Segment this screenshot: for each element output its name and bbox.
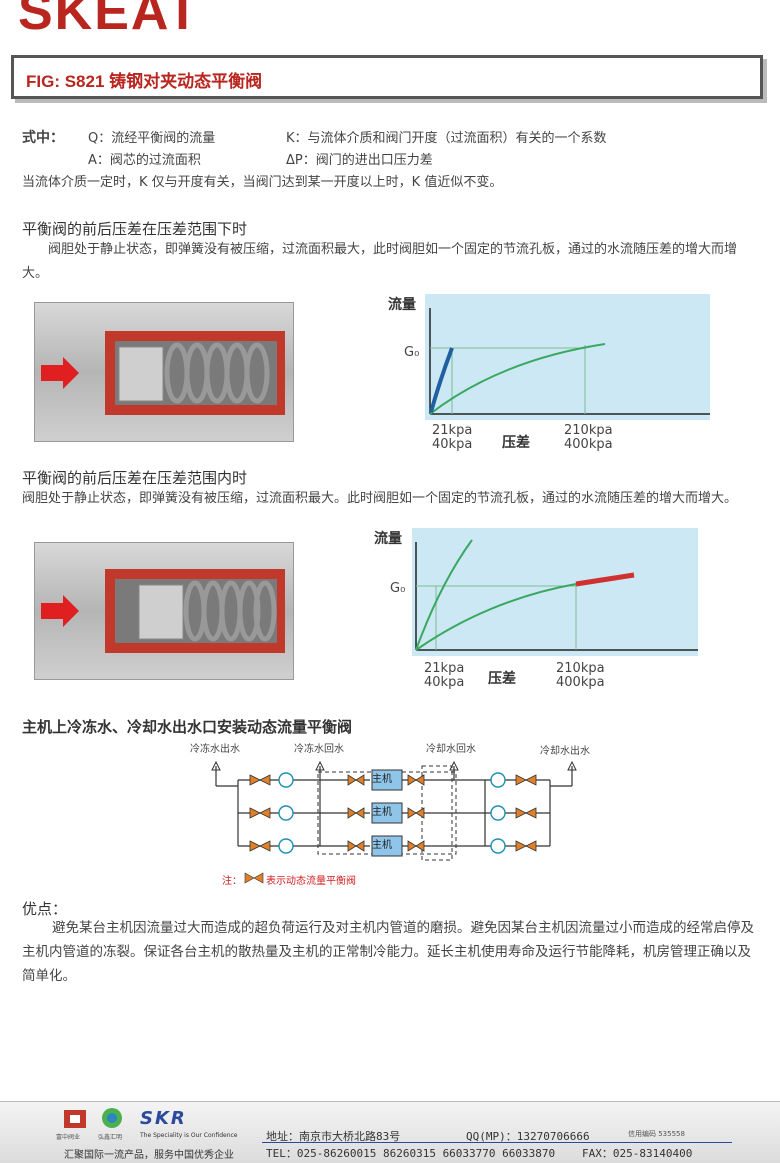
valve-photo-1 [34,302,294,442]
valve-illustration [41,331,285,415]
chart1-x2b: 400kpa [564,437,613,452]
advantages-body: 避免某台主机因流量过大而造成的超负荷运行及对主机内管道的磨损。避免因某台主机因流… [22,920,754,984]
chart2-x2a: 210kpa [556,661,605,676]
chiller-label-2: 主机 [372,807,392,818]
diagram-title: 主机上冷冻水、冷却水出水口安装动态流量平衡阀 [22,718,353,736]
advantages-title: 优点： [22,900,68,918]
company-logo-1-icon [64,1110,86,1128]
footer-qq: QQ(MP)：13270706666 [466,1130,590,1143]
logo3-text: SKR [140,1108,187,1129]
brand-logo: SKEAT [18,0,201,41]
chiller-label-3: 主机 [372,840,392,851]
chart1-series-blue [429,347,454,413]
footer-address: 地址：南京市大桥北路83号 [266,1130,401,1143]
chiller-unit-icon [371,769,403,857]
chart2-series-steep [415,539,473,651]
flow-arrow-icon [41,595,79,627]
fig-title: FIG: S821 铸钢对夹动态平衡阀 [26,72,263,91]
chart1-plot-area [425,294,710,420]
chart1-x2a: 210kpa [564,423,613,438]
footer-fax: FAX：025-83140400 [582,1147,693,1160]
footer: 富中阀业 弘鑫汇明 SKR The Speciality is Our Conf… [0,1101,780,1163]
footer-divider [262,1142,732,1143]
label-chilled-return: 冷冻水回水 [294,744,344,755]
chart1-svg [429,308,710,415]
section1-body: 阀胆处于静止状态，即弹簧没有被压缩，过流面积最大，此时阀胆如一个固定的节流孔板，… [22,242,738,281]
label-cooling-out: 冷却水出水 [540,746,590,757]
chart2-x1a: 21kpa [424,661,465,676]
piping-diagram [211,760,577,861]
chart1-x1a: 21kpa [432,423,473,438]
chart2-series-green [415,583,577,651]
chart1-xlabel: 压差 [502,435,530,451]
chart2-svg [415,539,698,651]
chart2-plot-area [412,528,698,656]
balance-valve-icon [244,872,264,884]
valve-illustration-2 [41,569,285,653]
formula-dp: ΔP：阀门的进出口压力差 [286,153,433,168]
flow-arrow-icon [41,357,79,389]
chart1-x1b: 40kpa [432,437,473,452]
diagram-note-text: 表示动态流量平衡阀 [266,876,356,887]
logo2-text: 弘鑫汇明 [98,1134,123,1141]
pump-icon [278,772,506,854]
chart1-ylabel: 流量 [388,297,416,313]
chart2-x1b: 40kpa [424,675,465,690]
chart2-g0: G₀ [390,581,406,596]
formula-note: 当流体介质一定时，K 仅与开度有关，当阀门达到某一开度以上时，K 值近似不变。 [22,175,503,190]
diagram-note-label: 注： [222,876,242,887]
logo1-text: 富中阀业 [56,1134,81,1141]
footer-tel: TEL：025-86260015 86260315 66033770 66033… [266,1147,556,1160]
balance-valve-icon [249,774,537,852]
arrow-up-icon [315,760,325,771]
chart2-x2b: 400kpa [556,675,605,690]
section2-body: 阀胆处于静止状态，即弹簧没有被压缩，过流面积最大。此时阀胆如一个固定的节流孔板，… [22,491,738,506]
formula-q: Q：流经平衡阀的流量 [88,131,216,146]
label-cooling-return: 冷却水回水 [426,744,476,755]
label-chilled-out: 冷冻水出水 [190,744,240,755]
fig-title-box: FIG: S821 铸钢对夹动态平衡阀 [11,55,763,99]
chart2-ylabel: 流量 [374,531,402,547]
arrow-up-icon [211,760,221,771]
company-logo-2-icon [102,1108,122,1128]
footer-slogan: 汇聚国际一流产品，服务中国优秀企业 [64,1150,234,1161]
section1-title: 平衡阀的前后压差在压差范围下时 [22,220,248,238]
chart1-g0: G₀ [404,345,420,360]
formula-a: A：阀芯的过流面积 [88,153,201,168]
chiller-label-1: 主机 [372,774,392,785]
section2-title: 平衡阀的前后压差在压差范围内时 [22,469,248,487]
logo3-sub: The Speciality is Our Confidence [140,1132,238,1139]
arrow-up-icon [449,760,459,771]
dashed-group-2 [421,765,453,861]
valve-photo-2 [34,542,294,680]
formula-label: 式中： [22,130,64,146]
footer-credit: 信用编码 535558 [628,1130,685,1138]
chart1-series-green [429,343,606,415]
formula-k: K：与流体介质和阀门开度（过流面积）有关的一个系数 [286,131,607,146]
arrow-up-icon [567,760,577,771]
chart2-xlabel: 压差 [488,671,516,687]
chart2-series-red [575,572,635,587]
